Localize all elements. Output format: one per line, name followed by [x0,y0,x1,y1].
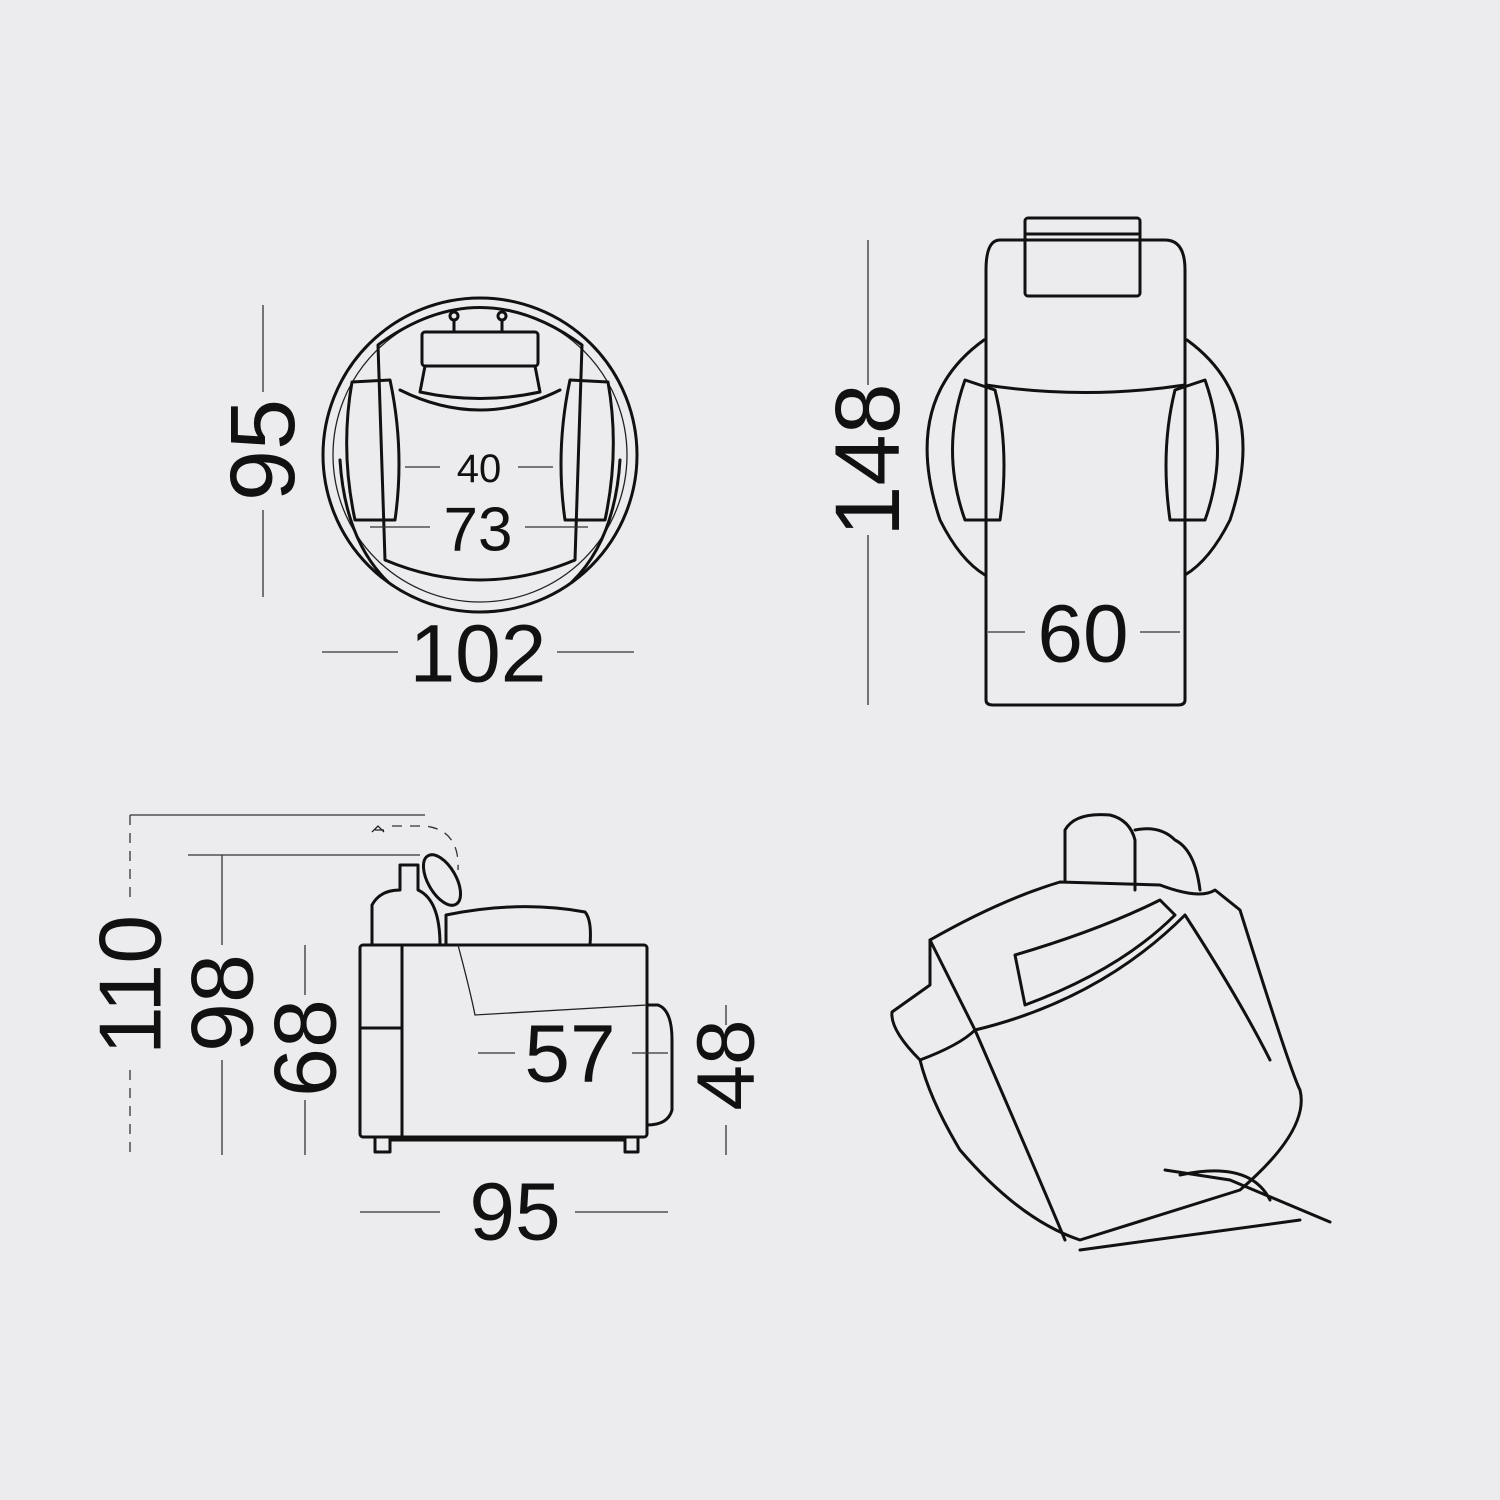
side-height-label: 98 [173,954,272,1052]
top-width-label: 102 [410,609,547,700]
side-arm-height-label: 68 [256,999,355,1097]
top-inner-depth-label: 40 [457,447,502,491]
reclined-top-view: 148 60 [817,216,1245,707]
side-view: 110 98 68 57 48 95 [81,814,772,1258]
side-raised-height-label: 110 [81,915,180,1055]
reclined-seat-width-label: 60 [1037,589,1128,680]
top-depth-label: 95 [212,399,314,501]
side-depth-label: 95 [469,1167,560,1258]
side-seat-height-label: 48 [681,1019,772,1110]
top-seat-width-label: 73 [444,496,513,565]
reclined-length-label: 148 [817,383,919,537]
perspective-view [890,813,1332,1252]
side-seat-depth-label: 57 [524,1009,615,1100]
top-view: 95 40 73 102 [212,296,639,700]
